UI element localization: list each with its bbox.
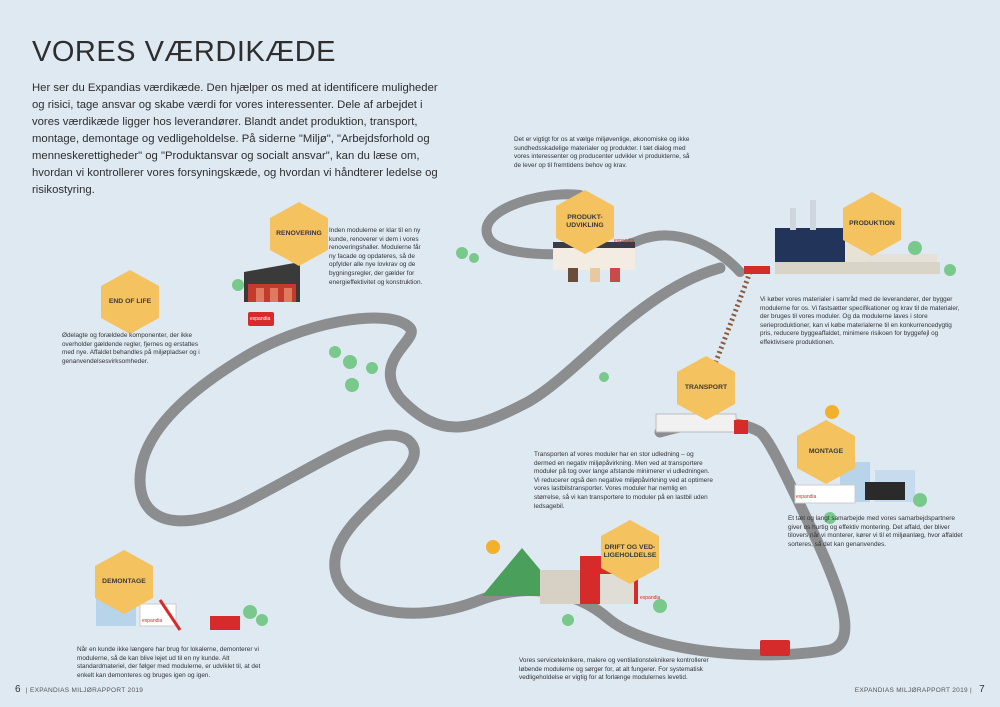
note-drift: Vores serviceteknikere, malere og ventil… xyxy=(519,657,709,682)
expandia-logo: expandia xyxy=(250,316,271,322)
footer-right-text: EXPANDIAS MILJØRAPPORT 2019 xyxy=(854,687,968,694)
red-van-bottom xyxy=(760,640,790,656)
expandia-logo: expandia xyxy=(640,595,661,601)
note-produktudvikling: Det er vigtigt for os at vælge miljøvenl… xyxy=(514,136,690,169)
note-end-of-life: Ødelagte og forældede komponenter, der i… xyxy=(62,332,200,365)
page-number-right: 7 xyxy=(979,684,985,695)
note-montage: Et tæt og langt samarbejde med vores sam… xyxy=(788,515,963,548)
expandia-logo: expandia xyxy=(614,238,635,244)
hex-transport: TRANSPORT xyxy=(677,356,735,420)
hex-drift: DRIFT OG VED- LIGEHOLDELSE xyxy=(601,520,659,584)
footer-right: EXPANDIAS MILJØRAPPORT 2019 | 7 xyxy=(854,684,985,695)
hex-produktudvikling: PRODUKT- UDVIKLING xyxy=(556,190,614,254)
intro-paragraph: Her ser du Expandias værdikæde. Den hjæl… xyxy=(32,82,438,196)
hex-montage: MONTAGE xyxy=(797,420,855,484)
railway xyxy=(709,271,753,373)
page-number-left: 6 xyxy=(15,684,21,695)
page-title: VORES VÆRDIKÆDE xyxy=(32,36,336,68)
expandia-logo: expandia xyxy=(796,494,817,500)
trees xyxy=(232,241,956,626)
product-development-building xyxy=(553,242,635,282)
note-demontage: Når en kunde ikke længere har brug for l… xyxy=(77,646,261,679)
footer-left: 6| EXPANDIAS MILJØRAPPORT 2019 xyxy=(15,684,144,695)
montage-buildings xyxy=(794,462,915,504)
hex-demontage: DEMONTAGE xyxy=(95,550,153,614)
factory xyxy=(744,200,940,274)
sun-icon xyxy=(825,405,839,419)
expandia-logo: expandia xyxy=(142,618,163,624)
note-produktion: Vi køber vores materialer i samråd med d… xyxy=(760,296,960,346)
red-van-top xyxy=(248,312,274,326)
note-renovering: Inden modulerne er klar til en ny kunde,… xyxy=(329,227,423,286)
truck-trailer xyxy=(655,413,737,433)
renovation-hall xyxy=(244,262,300,302)
sun-icon xyxy=(486,540,500,554)
road xyxy=(134,262,851,661)
note-transport: Transporten af vores moduler har en stor… xyxy=(534,451,713,510)
road-top xyxy=(481,189,745,277)
truck-cab xyxy=(734,420,748,434)
footer-left-text: EXPANDIAS MILJØRAPPORT 2019 xyxy=(29,687,144,694)
hex-produktion: PRODUKTION xyxy=(843,192,901,256)
